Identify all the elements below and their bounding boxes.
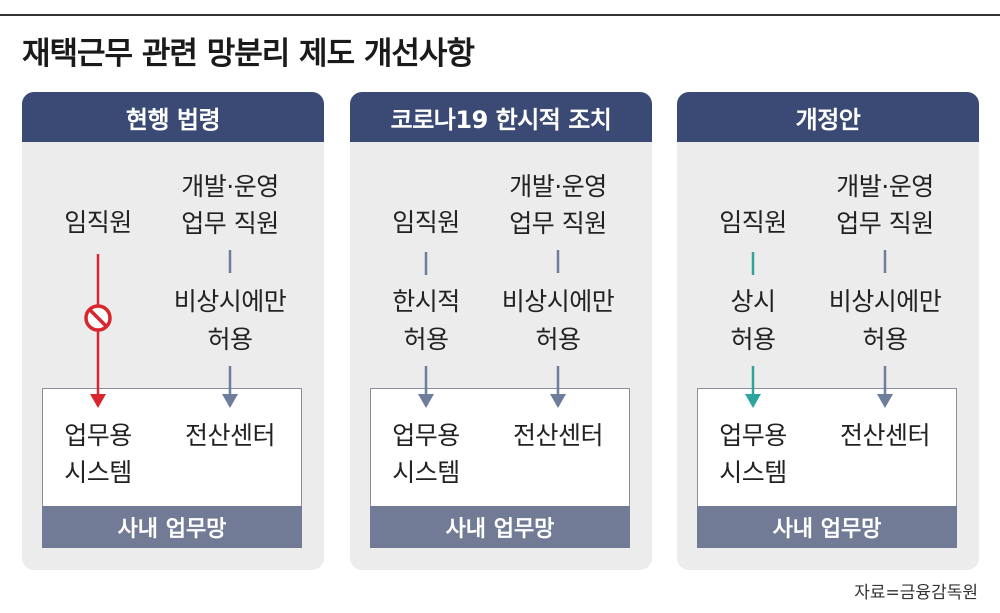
right-arrow-head (877, 394, 893, 408)
panel-current-law: 현행 법령 사내 업무망 임직원 개발·운영 업무 직원 비상시에만 허용 업무… (22, 92, 324, 570)
flow-arrows (418, 250, 566, 408)
prohibited-icon (84, 304, 112, 332)
flow-arrows (745, 250, 893, 408)
panel-header: 현행 법령 (22, 92, 324, 142)
left-target-line2: 시스템 (64, 458, 132, 487)
network-label: 사내 업무망 (370, 506, 630, 548)
right-permission-line2: 허용 (862, 325, 908, 354)
right-permission-line2: 허용 (535, 325, 581, 354)
left-target-line2: 시스템 (719, 458, 787, 487)
right-permission-line1: 비상시에만 (501, 287, 615, 316)
panel-header: 코로나19 한시적 조치 (350, 92, 652, 142)
left-target-line2: 시스템 (392, 458, 460, 487)
top-rule (0, 14, 1000, 16)
left-arrow-head (745, 394, 761, 408)
right-permission-line1: 비상시에만 (828, 287, 942, 316)
left-target-line1: 업무용 (719, 421, 787, 450)
right-arrow-head (550, 394, 566, 408)
right-permission-line2: 허용 (207, 325, 253, 354)
panel-amendment: 개정안 사내 업무망 임직원 개발·운영 업무 직원 상시 허용 비상시에만 허… (677, 92, 979, 570)
left-arrow-head (90, 394, 106, 408)
network-label: 사내 업무망 (42, 506, 302, 548)
left-permission-line1: 상시 (730, 287, 776, 316)
left-permission-line2: 허용 (403, 325, 449, 354)
panel-covid-temporary: 코로나19 한시적 조치 사내 업무망 임직원 개발·운영 업무 직원 한시적 … (350, 92, 652, 570)
right-target: 전산센터 (839, 421, 931, 450)
network-label: 사내 업무망 (697, 506, 957, 548)
right-arrow-head (222, 394, 238, 408)
right-role-line1: 개발·운영 (181, 172, 279, 201)
right-target: 전산센터 (184, 421, 276, 450)
page-title: 재택근무 관련 망분리 제도 개선사항 (22, 36, 475, 72)
flow-arrows (84, 250, 238, 408)
left-role: 임직원 (719, 208, 787, 237)
panel-header: 개정안 (677, 92, 979, 142)
right-role-line2: 업무 직원 (181, 209, 279, 238)
left-role: 임직원 (64, 208, 132, 237)
left-target-line1: 업무용 (64, 421, 132, 450)
right-role-line2: 업무 직원 (509, 209, 607, 238)
right-target: 전산센터 (512, 421, 604, 450)
right-role-line1: 개발·운영 (509, 172, 607, 201)
right-permission-line1: 비상시에만 (173, 287, 287, 316)
left-role: 임직원 (392, 208, 460, 237)
left-target-line1: 업무용 (392, 421, 460, 450)
left-permission-line2: 허용 (730, 325, 776, 354)
right-role-line1: 개발·운영 (836, 172, 934, 201)
source-credit: 자료=금융감독원 (854, 583, 978, 603)
right-role-line2: 업무 직원 (836, 209, 934, 238)
left-permission-line1: 한시적 (392, 287, 460, 316)
left-arrow-head (418, 394, 434, 408)
